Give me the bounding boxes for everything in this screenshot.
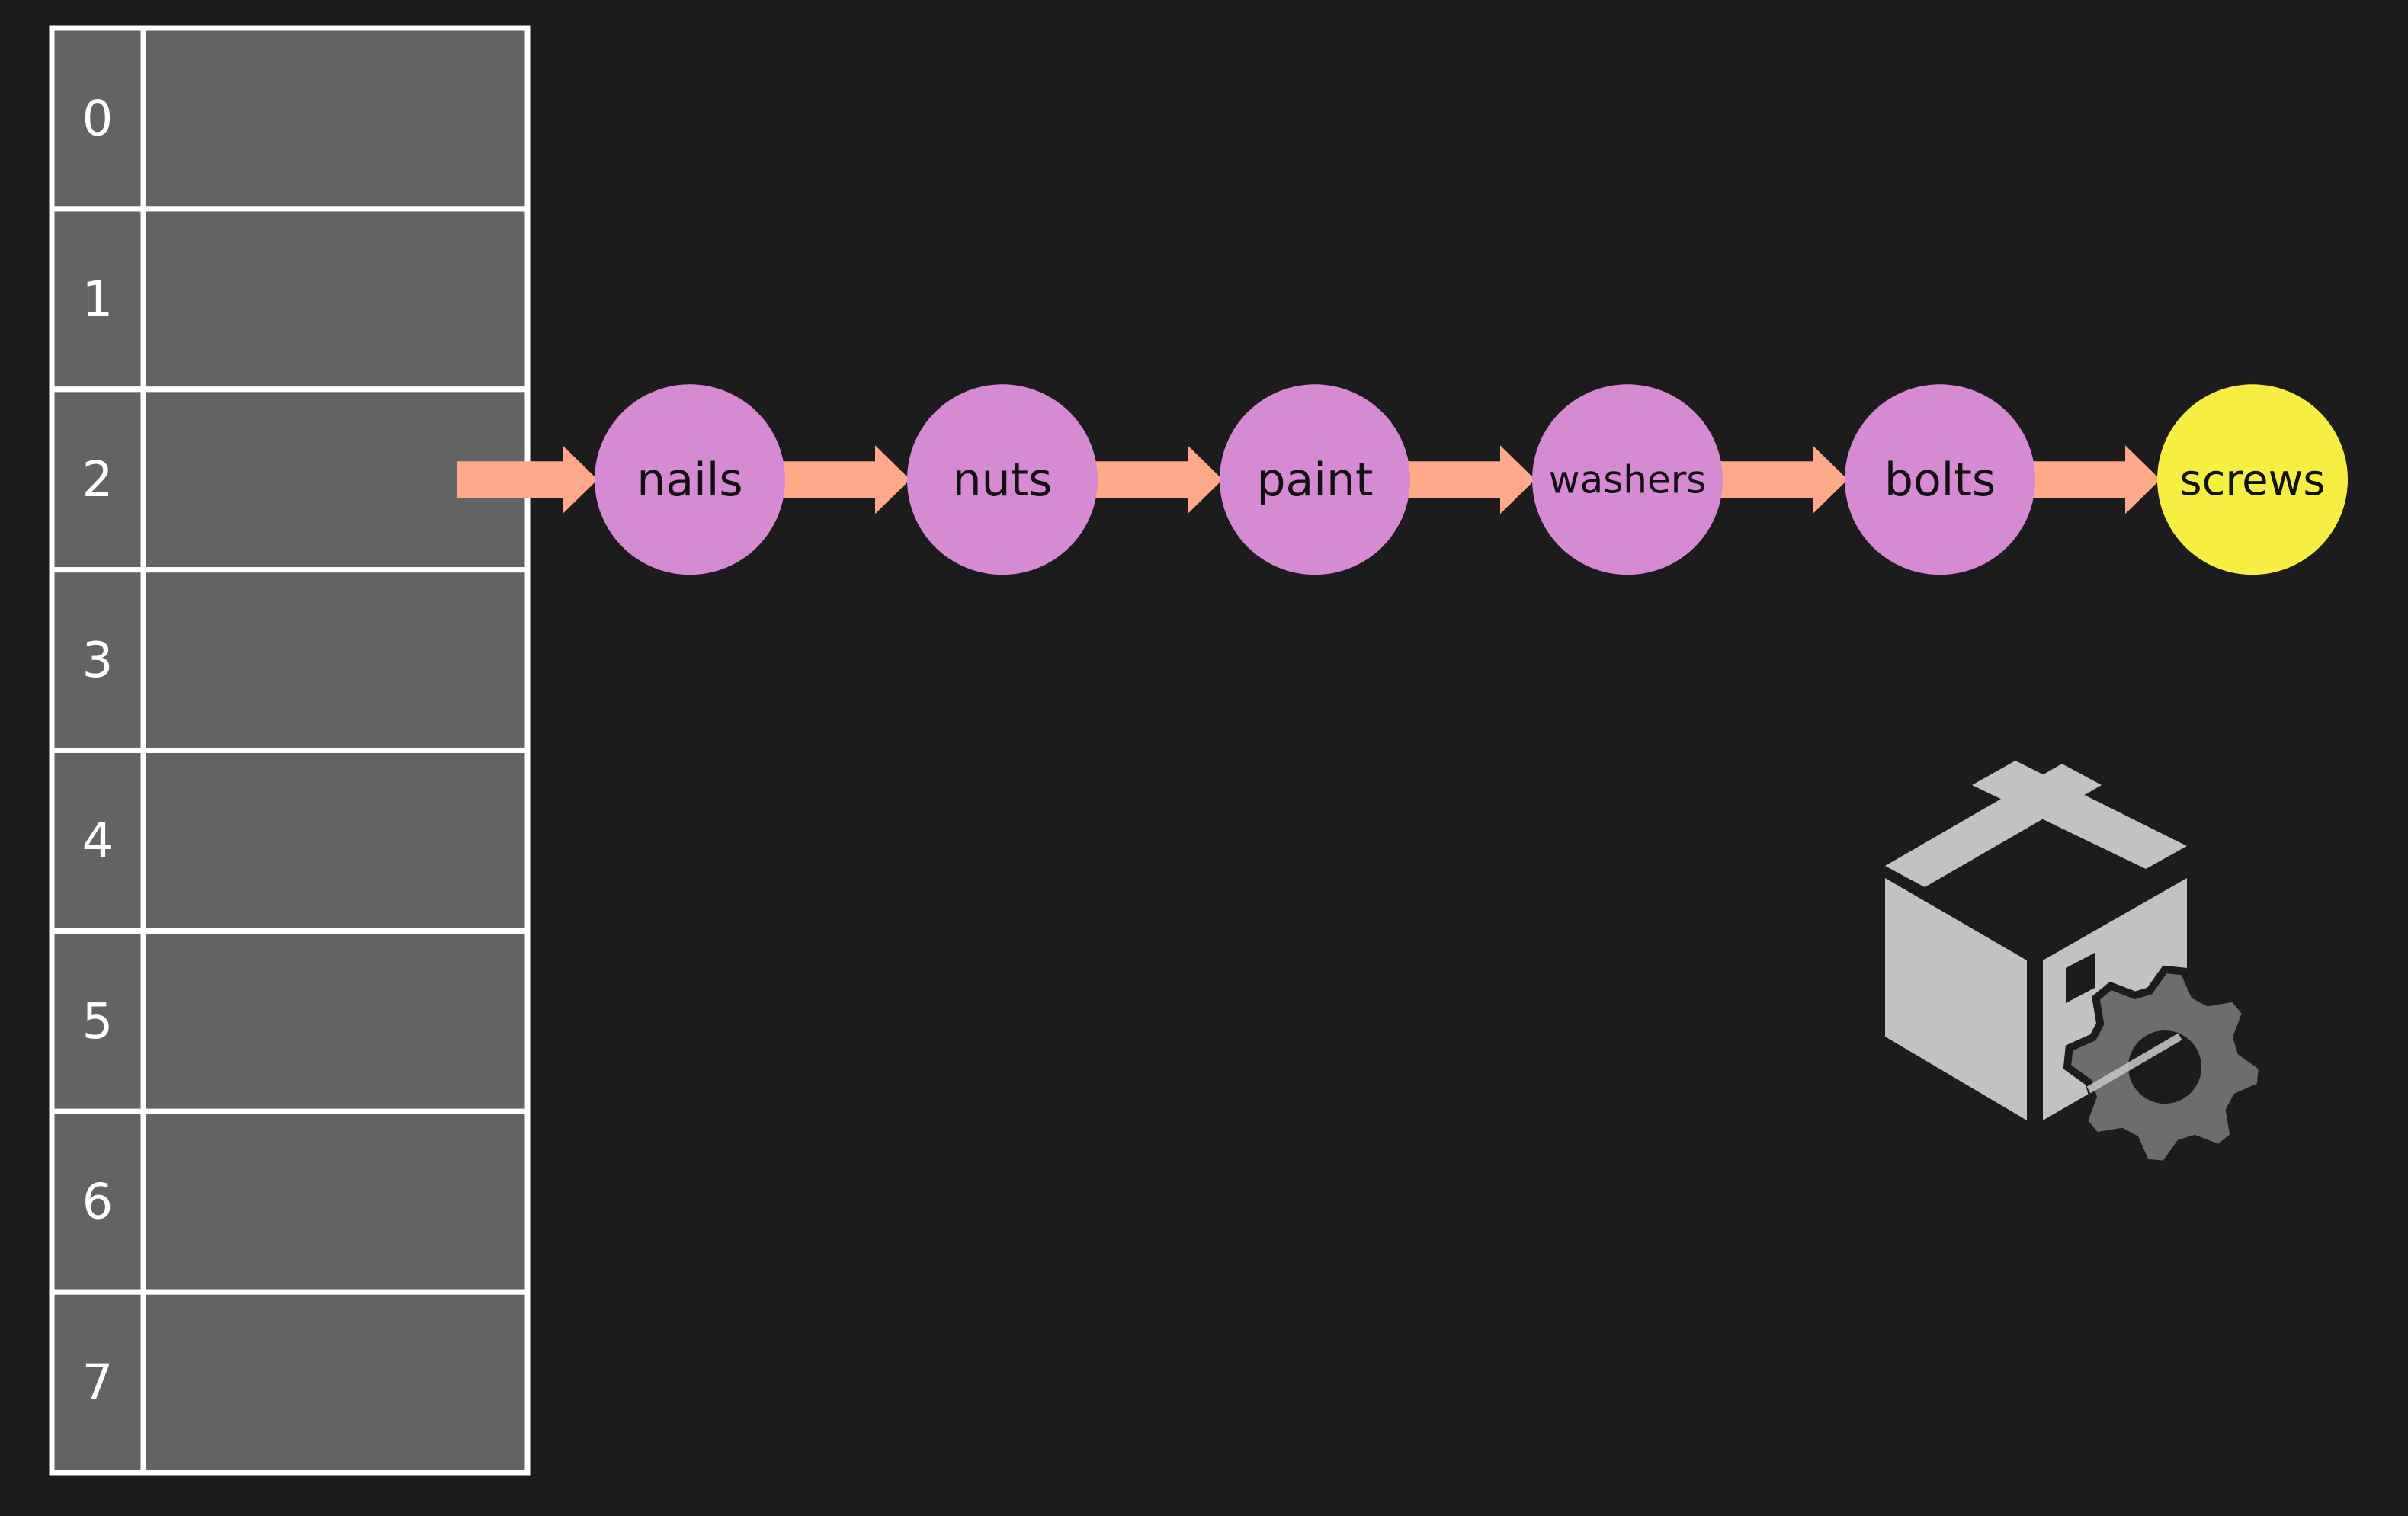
bucket-cell (140, 1289, 531, 1476)
chain-arrow (2032, 445, 2160, 514)
chain-node: bolts (1845, 384, 2035, 575)
chain-node: nails (595, 384, 785, 575)
node-circle (1845, 384, 2035, 575)
node-label: nails (636, 454, 742, 507)
bucket-index: 6 (82, 1175, 114, 1231)
chain-node: screws (2157, 384, 2348, 575)
node-label: screws (2179, 456, 2325, 505)
node-circle (595, 384, 785, 575)
bucket-index: 4 (82, 813, 114, 870)
package-gear-icon (1885, 761, 2267, 1169)
bucket-index: 5 (82, 994, 114, 1050)
bucket-index: 1 (82, 271, 114, 328)
node-label: bolts (1884, 454, 1996, 507)
bucket-index: 7 (82, 1355, 114, 1412)
chain-nodes: nails nuts paint washers bolts screws (595, 384, 2348, 575)
chain-arrows (457, 445, 2160, 514)
node-circle (1220, 384, 1410, 575)
chain-arrow (1407, 445, 1535, 514)
gear-icon (2063, 965, 2267, 1169)
chain-node: nuts (907, 384, 1098, 575)
bucket-to-node-arrow (457, 445, 598, 514)
chain-node: washers (1532, 384, 1723, 575)
bucket-index: 2 (82, 452, 114, 508)
highlighted-node-circle (2157, 384, 2348, 575)
table-row: 2 (49, 386, 531, 573)
node-circle (1532, 384, 1723, 575)
node-label: paint (1256, 454, 1373, 507)
table-row: 7 (49, 1289, 531, 1476)
node-label: washers (1549, 458, 1707, 502)
chain-arrow (1720, 445, 1848, 514)
chain-node: paint (1220, 384, 1410, 575)
node-circle (907, 384, 1098, 575)
chain-arrow (782, 445, 910, 514)
bucket-index: 0 (82, 91, 114, 147)
bucket-index: 3 (82, 633, 114, 689)
hash-table: 0 1 2 3 4 5 6 7 (49, 25, 531, 1476)
node-label: nuts (953, 454, 1053, 507)
chain-arrow (1095, 445, 1223, 514)
